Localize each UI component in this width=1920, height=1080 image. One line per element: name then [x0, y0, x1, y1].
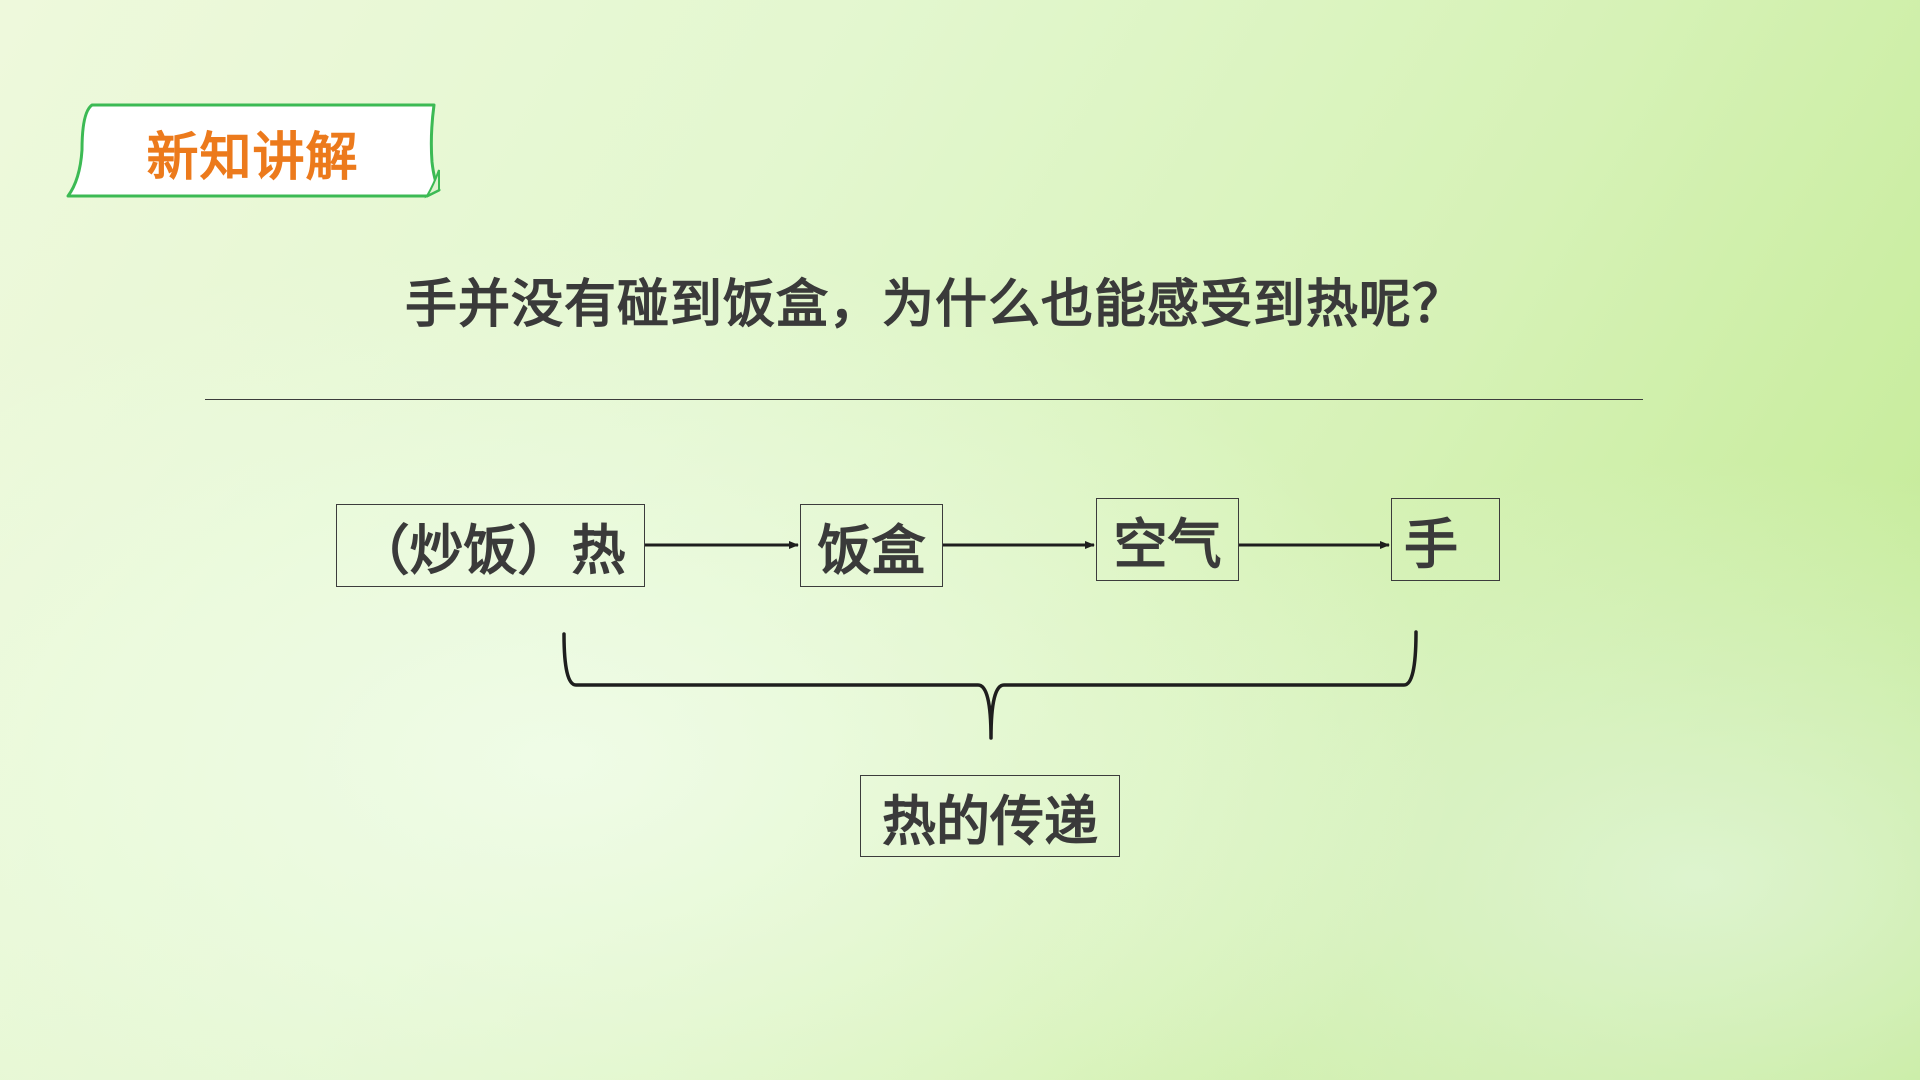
- summary-brace: [562, 630, 1418, 740]
- flow-node-hand: 手: [1391, 498, 1500, 581]
- section-tag-label: 新知讲解: [146, 128, 359, 188]
- question-heading: 手并没有碰到饭盒，为什么也能感受到热呢？: [404, 275, 1465, 335]
- section-tag-shape: [66, 103, 441, 199]
- summary-label-box: 热的传递: [860, 775, 1120, 857]
- divider-line: [205, 399, 1643, 400]
- flow-node-source: （炒饭）热: [336, 504, 645, 587]
- flow-node-lunchbox: 饭盒: [800, 504, 943, 587]
- flow-node-air: 空气: [1096, 498, 1239, 581]
